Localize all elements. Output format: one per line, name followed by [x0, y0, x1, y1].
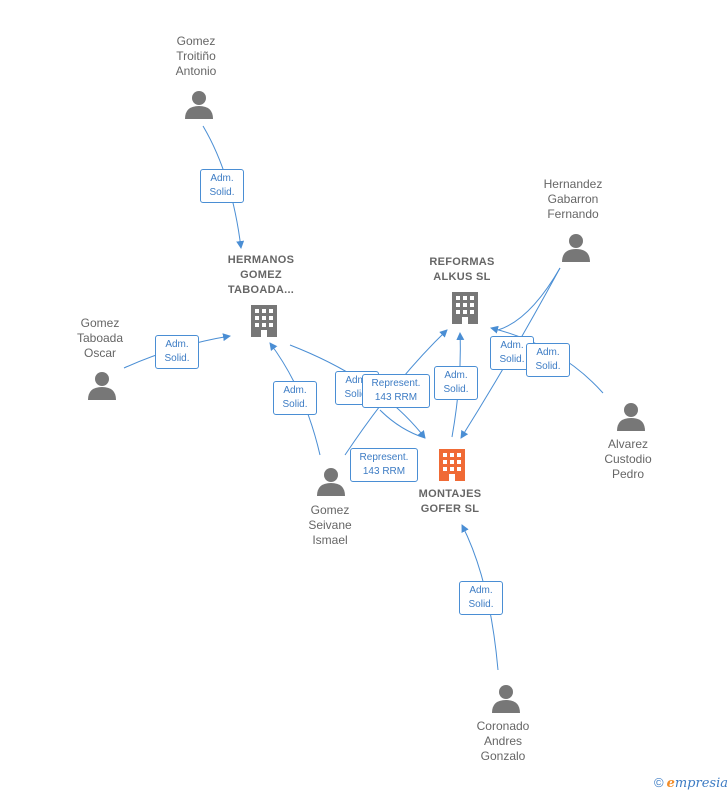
node-label-hernandez[interactable]: Hernandez Gabarron Fernando [543, 177, 603, 221]
node-label-hermanos-gomez[interactable]: HERMANOS GOMEZ TABOADA... [227, 254, 295, 296]
edge-label-adm-solid: Adm. Solid. [459, 581, 503, 615]
node-label-gomez-seivane[interactable]: Gomez Seivane Ismael [308, 503, 352, 547]
edge-label-adm-solid: Adm. Solid. [200, 169, 244, 203]
edge-hernandez-reformas [497, 267, 561, 331]
edge-label-represent: Represent. 143 RRM [350, 448, 418, 482]
copyright-icon: © [653, 775, 664, 790]
edge-label-adm-solid: Adm. Solid. [155, 335, 199, 369]
node-label-alvarez[interactable]: Alvarez Custodio Pedro [604, 437, 652, 481]
node-label-reformas-alkus[interactable]: REFORMAS ALKUS SL [429, 256, 495, 283]
building-icon[interactable] [249, 303, 279, 342]
person-icon[interactable] [184, 89, 214, 124]
edge-seivane-montajes [379, 409, 426, 439]
person-icon[interactable] [616, 401, 646, 436]
person-icon[interactable] [491, 683, 521, 718]
node-label-gomez-taboada[interactable]: Gomez Taboada Oscar [76, 316, 124, 360]
node-label-montajes-gofer[interactable]: MONTAJES GOFER SL [418, 488, 482, 515]
node-label-coronado[interactable]: Coronado Andres Gonzalo [476, 719, 530, 763]
edge-label-adm-solid: Adm. Solid. [434, 366, 478, 400]
footer-brand[interactable]: ©empresia [654, 775, 728, 791]
edge-label-represent: Represent. 143 RRM [362, 374, 430, 408]
person-icon[interactable] [87, 370, 117, 405]
edge-label-adm-solid: Adm. Solid. [526, 343, 570, 377]
person-icon[interactable] [561, 232, 591, 267]
edge-label-adm-solid: Adm. Solid. [273, 381, 317, 415]
node-label-gomez-troitino[interactable]: Gomez Troitiño Antonio [175, 34, 217, 78]
building-icon[interactable] [450, 290, 480, 329]
building-icon[interactable] [437, 447, 467, 486]
brand-logo: empresia [666, 776, 728, 791]
person-icon[interactable] [316, 466, 346, 501]
